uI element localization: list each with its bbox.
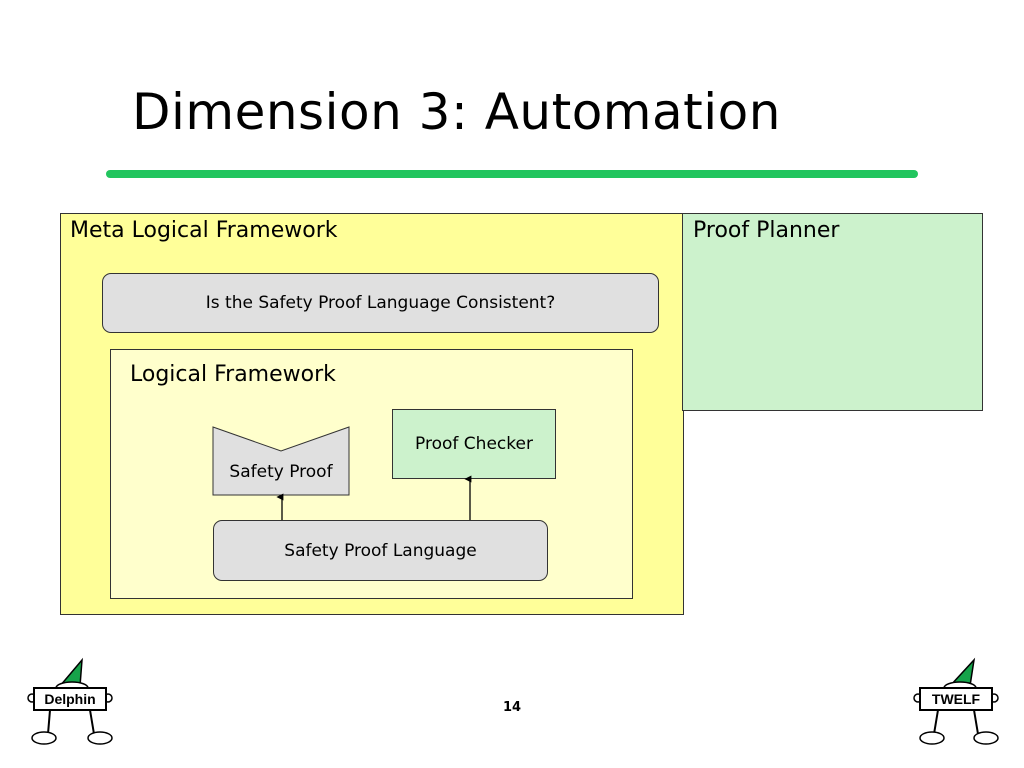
proof-checker-box: Proof Checker xyxy=(392,409,556,479)
slide-title: Dimension 3: Automation xyxy=(132,83,781,141)
page-number: 14 xyxy=(502,700,522,715)
proof-planner-label: Proof Planner xyxy=(693,218,840,243)
elf-mascot-icon: TWELF xyxy=(913,657,999,745)
delphin-logo: Delphin xyxy=(20,656,120,748)
proof-planner-box xyxy=(682,213,983,411)
consistency-question-box: Is the Safety Proof Language Consistent? xyxy=(102,273,659,333)
title-underline xyxy=(106,170,918,178)
safety-proof-language-box: Safety Proof Language xyxy=(213,520,548,581)
meta-logical-framework-label: Meta Logical Framework xyxy=(70,218,338,243)
logical-framework-label: Logical Framework xyxy=(130,362,336,387)
safety-proof-language-label: Safety Proof Language xyxy=(284,540,477,561)
twelf-logo: TWELF xyxy=(906,656,1006,748)
svg-text:TWELF: TWELF xyxy=(932,691,981,707)
safety-proof-shape xyxy=(212,426,350,496)
safety-proof-label: Safety Proof xyxy=(229,462,333,482)
proof-checker-label: Proof Checker xyxy=(415,434,533,454)
consistency-question-label: Is the Safety Proof Language Consistent? xyxy=(205,293,556,313)
elf-mascot-icon: Delphin xyxy=(27,657,113,745)
svg-text:Delphin: Delphin xyxy=(44,691,95,707)
